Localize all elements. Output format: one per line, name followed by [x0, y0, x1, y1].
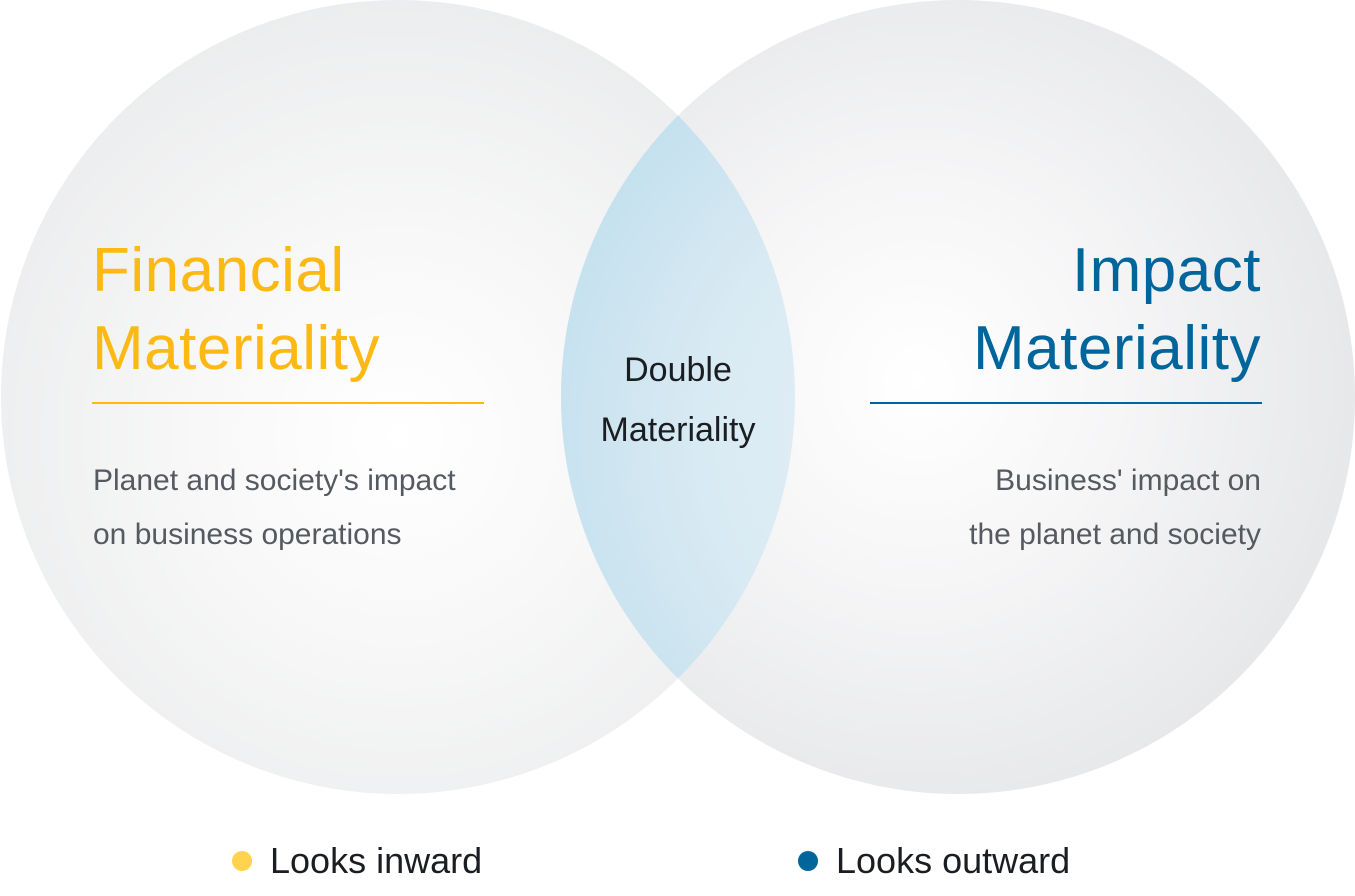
- financial-title-line2: Materiality: [92, 314, 381, 383]
- financial-title-line1: Financial: [92, 236, 345, 305]
- impact-description-line1: Business' impact on: [995, 464, 1261, 497]
- impact-divider: [870, 402, 1262, 404]
- legend-item-outward: Looks outward: [798, 840, 1070, 882]
- financial-description: Planet and society's impact on business …: [93, 454, 456, 562]
- double-materiality-label: Double Materiality: [558, 340, 798, 460]
- financial-materiality-title: Financial Materiality: [92, 232, 380, 388]
- legend-item-inward: Looks inward: [232, 840, 482, 882]
- impact-description: Business' impact on the planet and socie…: [969, 454, 1261, 562]
- blue-dot-icon: [798, 851, 818, 871]
- legend-inward-label: Looks inward: [270, 840, 483, 881]
- left-circle: [1, 0, 795, 794]
- legend-outward-label: Looks outward: [836, 840, 1071, 881]
- financial-description-line1: Planet and society's impact: [93, 464, 456, 497]
- financial-description-line2: on business operations: [93, 518, 402, 551]
- right-circle: [561, 0, 1355, 794]
- impact-materiality-title: Impact Materiality: [973, 232, 1261, 388]
- financial-divider: [92, 402, 484, 404]
- yellow-dot-icon: [232, 851, 252, 871]
- impact-title-line2: Materiality: [972, 314, 1261, 383]
- impact-description-line2: the planet and society: [969, 518, 1261, 551]
- impact-title-line1: Impact: [1071, 236, 1261, 305]
- double-materiality-line1: Double: [624, 351, 732, 389]
- double-materiality-line2: Materiality: [600, 411, 756, 449]
